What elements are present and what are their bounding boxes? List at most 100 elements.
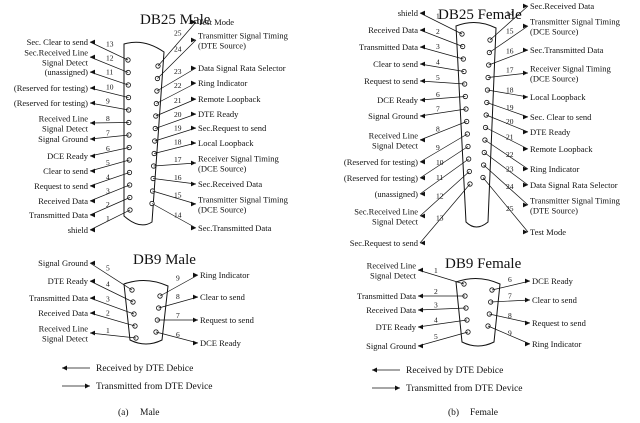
db25-female-pin-number-17: 17 xyxy=(506,66,514,75)
db25-female-pin-number-14: 14 xyxy=(506,9,514,18)
db25-female-label-9: (Reserved for testing) xyxy=(344,157,418,167)
db25-male-wire-22 xyxy=(156,82,197,104)
db25-male-pin-number-25: 25 xyxy=(174,28,182,37)
db25-male-pin-number-17: 17 xyxy=(174,155,182,164)
db25-male-label-16: Sec.Received Data xyxy=(198,179,262,189)
db9-female-label-7: Clear to send xyxy=(532,295,578,305)
db9-male-arrow-7 xyxy=(193,317,198,323)
db25-female-arrow-12 xyxy=(420,213,425,219)
db25-female-wire-2 xyxy=(419,29,463,47)
db9-female-wire-7 xyxy=(490,299,531,303)
db9-female-wire-9 xyxy=(487,325,531,345)
db25-male-arrow-20 xyxy=(191,111,196,117)
db9-male-label-6: DCE Ready xyxy=(200,338,242,348)
db9-female-pin-number-4: 4 xyxy=(434,316,438,325)
db25-male-wire-8 xyxy=(89,122,129,124)
db25-male-label-17: Receiver Signal Timing(DCE Source) xyxy=(198,154,280,174)
db25-male-pin-number-12: 12 xyxy=(106,53,114,62)
db25-male-pin-number-22: 22 xyxy=(174,81,182,90)
db25-male-label-15: Transmitter Signal Timing(DCE Source) xyxy=(198,195,289,215)
db25-female-arrow-10 xyxy=(420,175,425,181)
db25-male-pin-number-8: 8 xyxy=(106,114,110,123)
db25-male-arrow-12 xyxy=(90,54,95,60)
db25-male-pin-number-19: 19 xyxy=(174,124,182,133)
db25-female-label-4: Clear to send xyxy=(373,59,419,69)
db25-female-label-17: Receiver Signal Timing(DCE Source) xyxy=(530,64,612,84)
db25-male-arrow-4 xyxy=(90,183,95,189)
db9-female-arrow-2 xyxy=(418,293,423,299)
db9-female-pin-number-7: 7 xyxy=(508,292,512,301)
legend-transmitted-female: Transmitted from DTE Device xyxy=(406,383,523,394)
db9-female-arrow-3 xyxy=(418,307,423,313)
db25-female-wire-24 xyxy=(483,164,529,206)
db25-female-arrow-6 xyxy=(420,97,425,103)
db25-female-pin-number-5: 5 xyxy=(436,73,440,82)
caption-a-letter: (a) xyxy=(118,407,129,418)
db9-female-pin-number-1: 1 xyxy=(434,266,438,275)
db25-female-pin-number-16: 16 xyxy=(506,46,514,55)
db25-male-arrow-17 xyxy=(191,160,196,166)
db9-male-pin-number-5: 5 xyxy=(106,263,110,272)
db25-male-arrow-2 xyxy=(90,212,95,218)
db9-male-label-4: DTE Ready xyxy=(48,276,89,286)
db25-male-pin-number-7: 7 xyxy=(106,129,110,138)
db25-female-title: DB25 Female xyxy=(438,7,522,23)
db9-female-arrow-6 xyxy=(525,278,530,284)
db25-male-arrow-25 xyxy=(191,19,196,25)
db9-female-label-3: Received Data xyxy=(366,305,416,315)
db25-male-arrow-23 xyxy=(191,65,196,71)
db25-female-pin-number-15: 15 xyxy=(506,26,514,35)
db25-male-wire-9 xyxy=(89,102,129,111)
db25-female-pin-22 xyxy=(482,137,488,143)
db25-male-label-3: Received Data xyxy=(38,196,88,206)
db25-female-pin-number-18: 18 xyxy=(506,86,514,95)
db25-female-wire-13 xyxy=(419,183,471,244)
db25-female-pin-number-19: 19 xyxy=(506,103,514,112)
db25-male-pin-number-23: 23 xyxy=(174,67,182,76)
db9-male-wire-5 xyxy=(89,262,133,291)
db9-female-wire-3 xyxy=(417,307,467,311)
db25-female-wire-15 xyxy=(489,25,529,53)
db9-female-wire-8 xyxy=(489,313,531,324)
db25-female-pin-number-25: 25 xyxy=(506,204,514,213)
db25-female-pin-number-20: 20 xyxy=(506,117,514,126)
db9-female-arrow-5 xyxy=(418,343,423,349)
db9-male-pin-number-9: 9 xyxy=(176,273,180,282)
db25-female-wire-10 xyxy=(419,146,469,179)
db9-female-arrow-8 xyxy=(525,320,530,326)
db25-male-pin-number-2: 2 xyxy=(106,200,110,209)
db25-male-pin-number-5: 5 xyxy=(106,158,110,167)
db25-female-pin-number-22: 22 xyxy=(506,150,514,159)
db25-male-arrow-6 xyxy=(90,153,95,159)
db9-male-wire-3 xyxy=(89,297,135,315)
db25-female-wire-12 xyxy=(419,171,470,217)
db25-male-wire-24 xyxy=(157,39,197,79)
db9-female-pin-number-6: 6 xyxy=(508,275,512,284)
db25-female-pin-number-24: 24 xyxy=(506,182,514,191)
db25-male-wire-3 xyxy=(89,184,130,202)
db9-male-arrow-4 xyxy=(90,278,95,284)
db25-male-pin-number-16: 16 xyxy=(174,173,182,182)
db25-female-label-11: (unassigned) xyxy=(375,189,419,199)
db9-male-arrow-6 xyxy=(193,340,198,346)
db25-female-wire-20 xyxy=(486,114,529,133)
db25-female-label-18: Local Loopback xyxy=(530,92,586,102)
db25-female-pin-number-13: 13 xyxy=(436,213,444,222)
db25-male-pin-number-21: 21 xyxy=(174,96,182,105)
db25-female-pin-number-1: 1 xyxy=(436,11,440,20)
db25-female-label-22: Ring Indicator xyxy=(530,164,580,174)
db25-female-arrow-4 xyxy=(420,61,425,67)
db25-male-pin-number-11: 11 xyxy=(106,68,113,77)
legend-female: Received by DTE Debice Transmitted from … xyxy=(372,366,523,394)
db25-male-label-2: Transmitted Data xyxy=(29,210,88,220)
db9-male-label-8: Clear to send xyxy=(200,292,246,302)
db25-female-label-23: Data Signal Rata Selector xyxy=(530,180,618,190)
db25-female-wire-3 xyxy=(419,46,464,60)
db25-female-wire-8 xyxy=(419,121,467,141)
db25-female-arrow-20 xyxy=(523,129,528,135)
db25-female-wire-16 xyxy=(488,49,529,66)
